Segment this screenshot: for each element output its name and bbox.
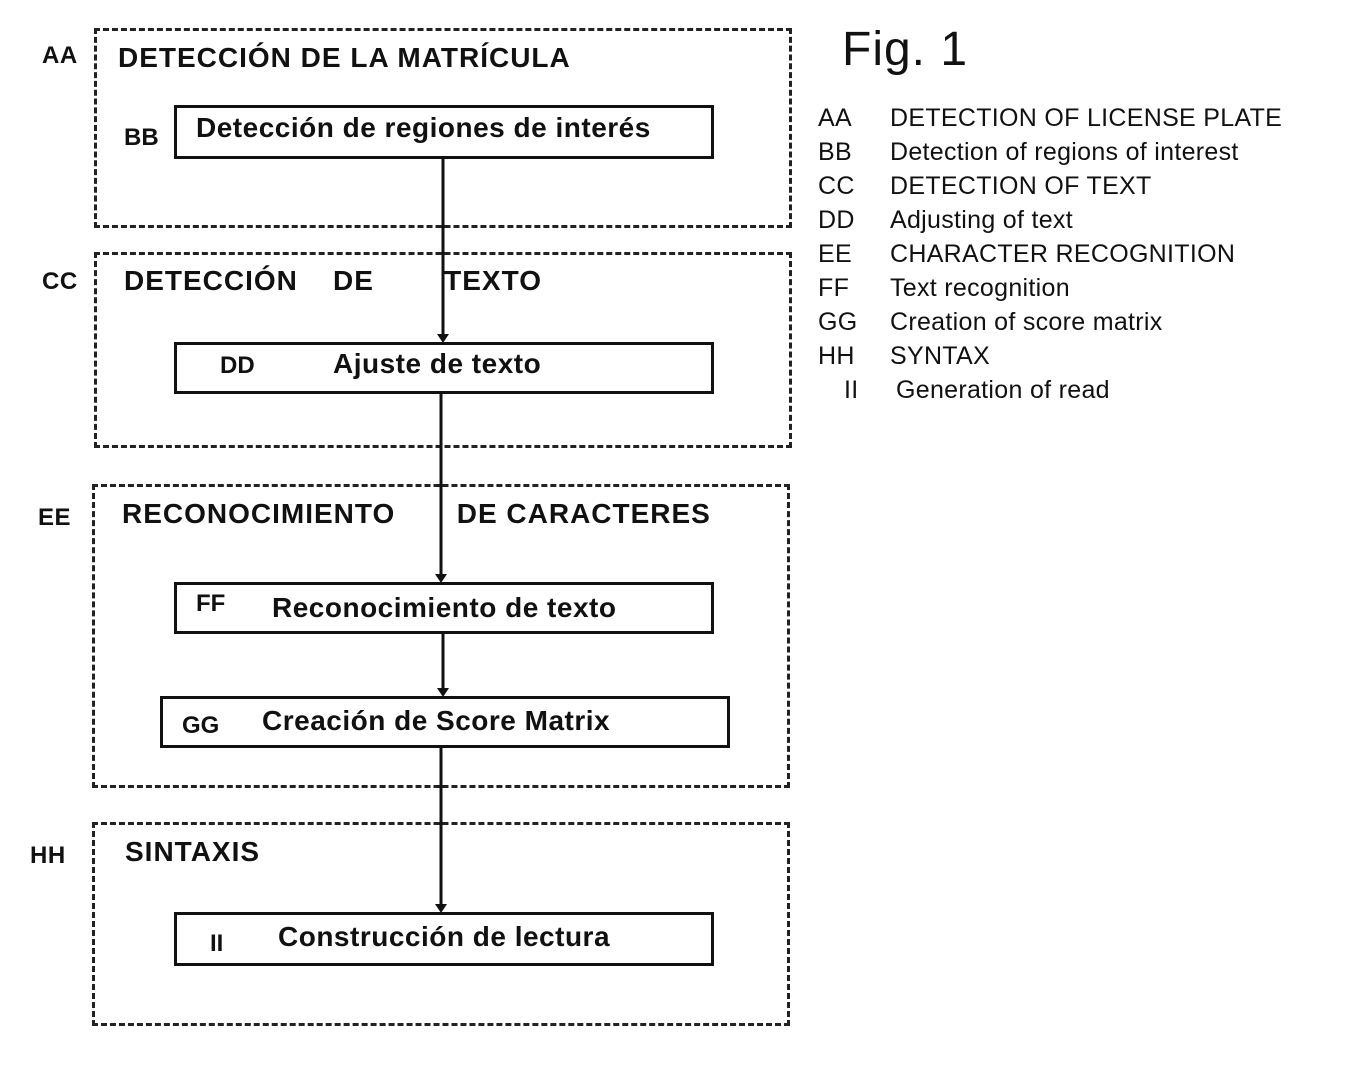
legend-code: GG [818, 308, 890, 337]
legend-row-ii: IIGeneration of read [818, 376, 1110, 405]
legend-text: Generation of read [896, 376, 1110, 404]
legend-text: Adjusting of text [890, 206, 1073, 234]
figure-title: Fig. 1 [842, 22, 968, 77]
legend-row-gg: GGCreation of score matrix [818, 308, 1163, 337]
legend-text: DETECTION OF LICENSE PLATE [890, 104, 1282, 132]
arrowhead-dd [437, 334, 449, 343]
legend-row-ff: FFText recognition [818, 274, 1070, 303]
legend-row-aa: AADETECTION OF LICENSE PLATE [818, 104, 1282, 133]
legend-row-bb: BBDetection of regions of interest [818, 138, 1239, 167]
legend-text: Creation of score matrix [890, 308, 1163, 336]
legend-text: Detection of regions of interest [890, 138, 1239, 166]
arrowhead-ff [435, 574, 447, 583]
legend-row-cc: CCDETECTION OF TEXT [818, 172, 1152, 201]
legend-code: EE [818, 240, 890, 269]
legend-code: FF [818, 274, 890, 303]
legend-text: SYNTAX [890, 342, 990, 370]
legend-code: BB [818, 138, 890, 167]
legend-code: DD [818, 206, 890, 235]
arrowhead-gg [437, 688, 449, 697]
legend-text: Text recognition [890, 274, 1070, 302]
legend-code: CC [818, 172, 890, 201]
arrowhead-ii [435, 904, 447, 913]
legend-row-dd: DDAdjusting of text [818, 206, 1073, 235]
legend-row-ee: EECHARACTER RECOGNITION [818, 240, 1235, 269]
legend-code: II [818, 376, 896, 405]
legend-row-hh: HHSYNTAX [818, 342, 990, 371]
legend-code: AA [818, 104, 890, 133]
legend-text: CHARACTER RECOGNITION [890, 240, 1235, 268]
legend-code: HH [818, 342, 890, 371]
legend-text: DETECTION OF TEXT [890, 172, 1152, 200]
